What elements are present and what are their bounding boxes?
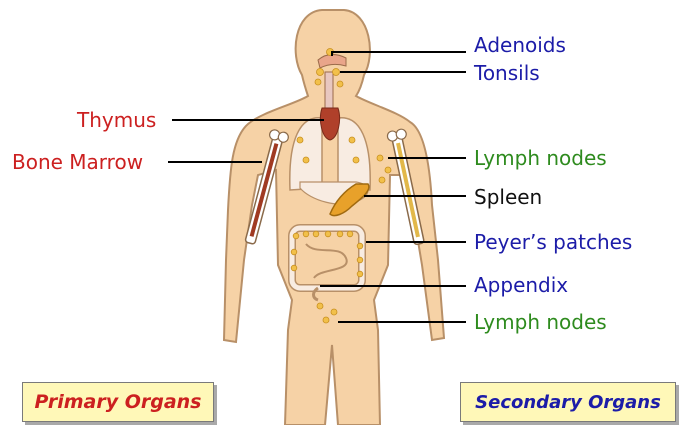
label-tonsils: Tonsils [474,61,540,85]
primary-organs-box: Primary Organs [22,382,214,422]
label-peyers-patches: Peyer’s patches [474,230,632,254]
label-adenoids: Adenoids [474,33,566,57]
label-spleen: Spleen [474,185,542,209]
label-appendix: Appendix [474,273,568,297]
label-lymph-nodes-lower: Lymph nodes [474,310,607,334]
label-bone-marrow: Bone Marrow [12,150,143,174]
secondary-organs-box: Secondary Organs [460,382,676,422]
label-lymph-nodes-upper: Lymph nodes [474,146,607,170]
label-thymus: Thymus [77,108,156,132]
trachea [325,72,333,112]
